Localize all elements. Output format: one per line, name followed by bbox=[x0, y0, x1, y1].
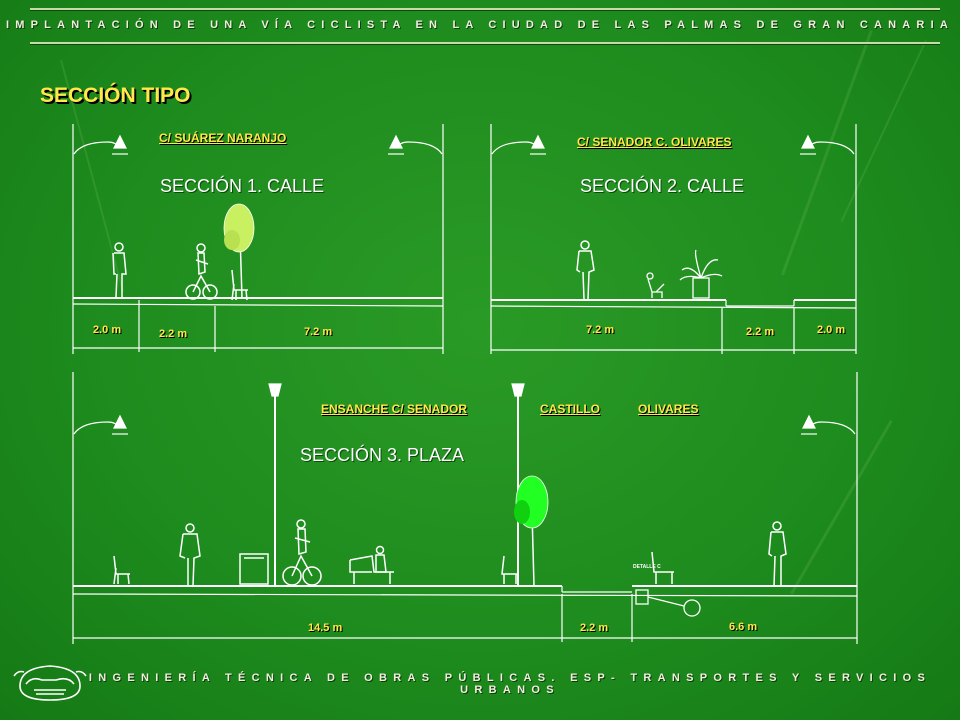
bench-icon bbox=[231, 269, 248, 301]
section-3-panel: ENSANCHE C/ SENADOR CASTILLO OLIVARES SE… bbox=[72, 372, 860, 644]
tree-icon bbox=[514, 475, 549, 587]
pedestrian-icon bbox=[375, 545, 387, 573]
section-1-street-name: C/ SUÁREZ NARANJO bbox=[159, 131, 287, 145]
section-1-drawing bbox=[72, 124, 444, 354]
bottom-footer-text: INGENIERÍA TÉCNICA DE OBRAS PÚBLICAS. ES… bbox=[88, 672, 932, 696]
cyclist-icon bbox=[282, 519, 322, 586]
pedestrian-icon bbox=[179, 523, 201, 587]
streetlamp-icon bbox=[73, 134, 128, 155]
detail-label: DETALLE C bbox=[633, 564, 661, 570]
top-header-text: IMPLANTACIÓN DE UNA VÍA CICLISTA EN LA C… bbox=[6, 19, 954, 31]
streetlamp-icon bbox=[801, 414, 856, 435]
section-3-label: SECCIÓN 3. PLAZA bbox=[300, 445, 465, 465]
bench-icon bbox=[113, 555, 130, 585]
streetlamp-icon bbox=[491, 134, 546, 155]
dimension-label: 6.6 m bbox=[729, 621, 758, 633]
cyclist-icon bbox=[185, 243, 218, 300]
section-3-street-name-part: CASTILLO bbox=[540, 402, 600, 416]
dimension-label: 7.2 m bbox=[586, 324, 615, 336]
bench-icon bbox=[501, 555, 518, 584]
dimension-label: 2.2 m bbox=[746, 326, 775, 338]
section-2-panel: C/ SENADOR C. OLIVARES SECCIÓN 2. CALLE … bbox=[490, 124, 860, 354]
section-2-drawing bbox=[490, 124, 857, 354]
header-rule-bottom bbox=[30, 42, 940, 44]
section-3-street-name-part: OLIVARES bbox=[638, 402, 699, 416]
dimension-label: 2.2 m bbox=[580, 622, 609, 634]
dimension-label: 2.2 m bbox=[159, 328, 188, 340]
streetlamp-icon bbox=[73, 414, 128, 435]
section-1-panel: C/ SUÁREZ NARANJO SECCIÓN 1. CALLE 2.0 m… bbox=[72, 124, 444, 354]
dimension-label: 14.5 m bbox=[308, 622, 343, 634]
dog-icon bbox=[646, 272, 665, 298]
section-3-drawing bbox=[72, 372, 858, 644]
dimension-label: 2.0 m bbox=[93, 324, 122, 336]
bench-icon bbox=[651, 551, 674, 584]
detail-symbol bbox=[635, 589, 701, 617]
dimension-label: 2.0 m bbox=[817, 324, 846, 336]
page-title: SECCIÓN TIPO bbox=[40, 84, 191, 107]
pedestrian-icon bbox=[768, 521, 787, 587]
streetlamp-icon bbox=[268, 383, 282, 586]
pedestrian-icon bbox=[112, 242, 127, 298]
streetlamp-icon bbox=[388, 134, 443, 155]
planter-icon bbox=[679, 249, 723, 299]
tree-icon bbox=[223, 203, 255, 299]
pedestrian-icon bbox=[576, 240, 595, 300]
streetlamp-icon bbox=[800, 134, 855, 155]
section-3-street-name-part: ENSANCHE C/ SENADOR bbox=[321, 402, 468, 416]
bin-icon bbox=[239, 553, 269, 585]
section-2-label: SECCIÓN 2. CALLE bbox=[580, 176, 745, 196]
header-rule-top bbox=[30, 8, 940, 10]
university-seal-icon bbox=[12, 656, 88, 704]
bench-icon bbox=[349, 555, 394, 584]
dimension-label: 7.2 m bbox=[304, 326, 333, 338]
section-2-street-name: C/ SENADOR C. OLIVARES bbox=[577, 135, 732, 149]
section-1-label: SECCIÓN 1. CALLE bbox=[160, 176, 325, 196]
